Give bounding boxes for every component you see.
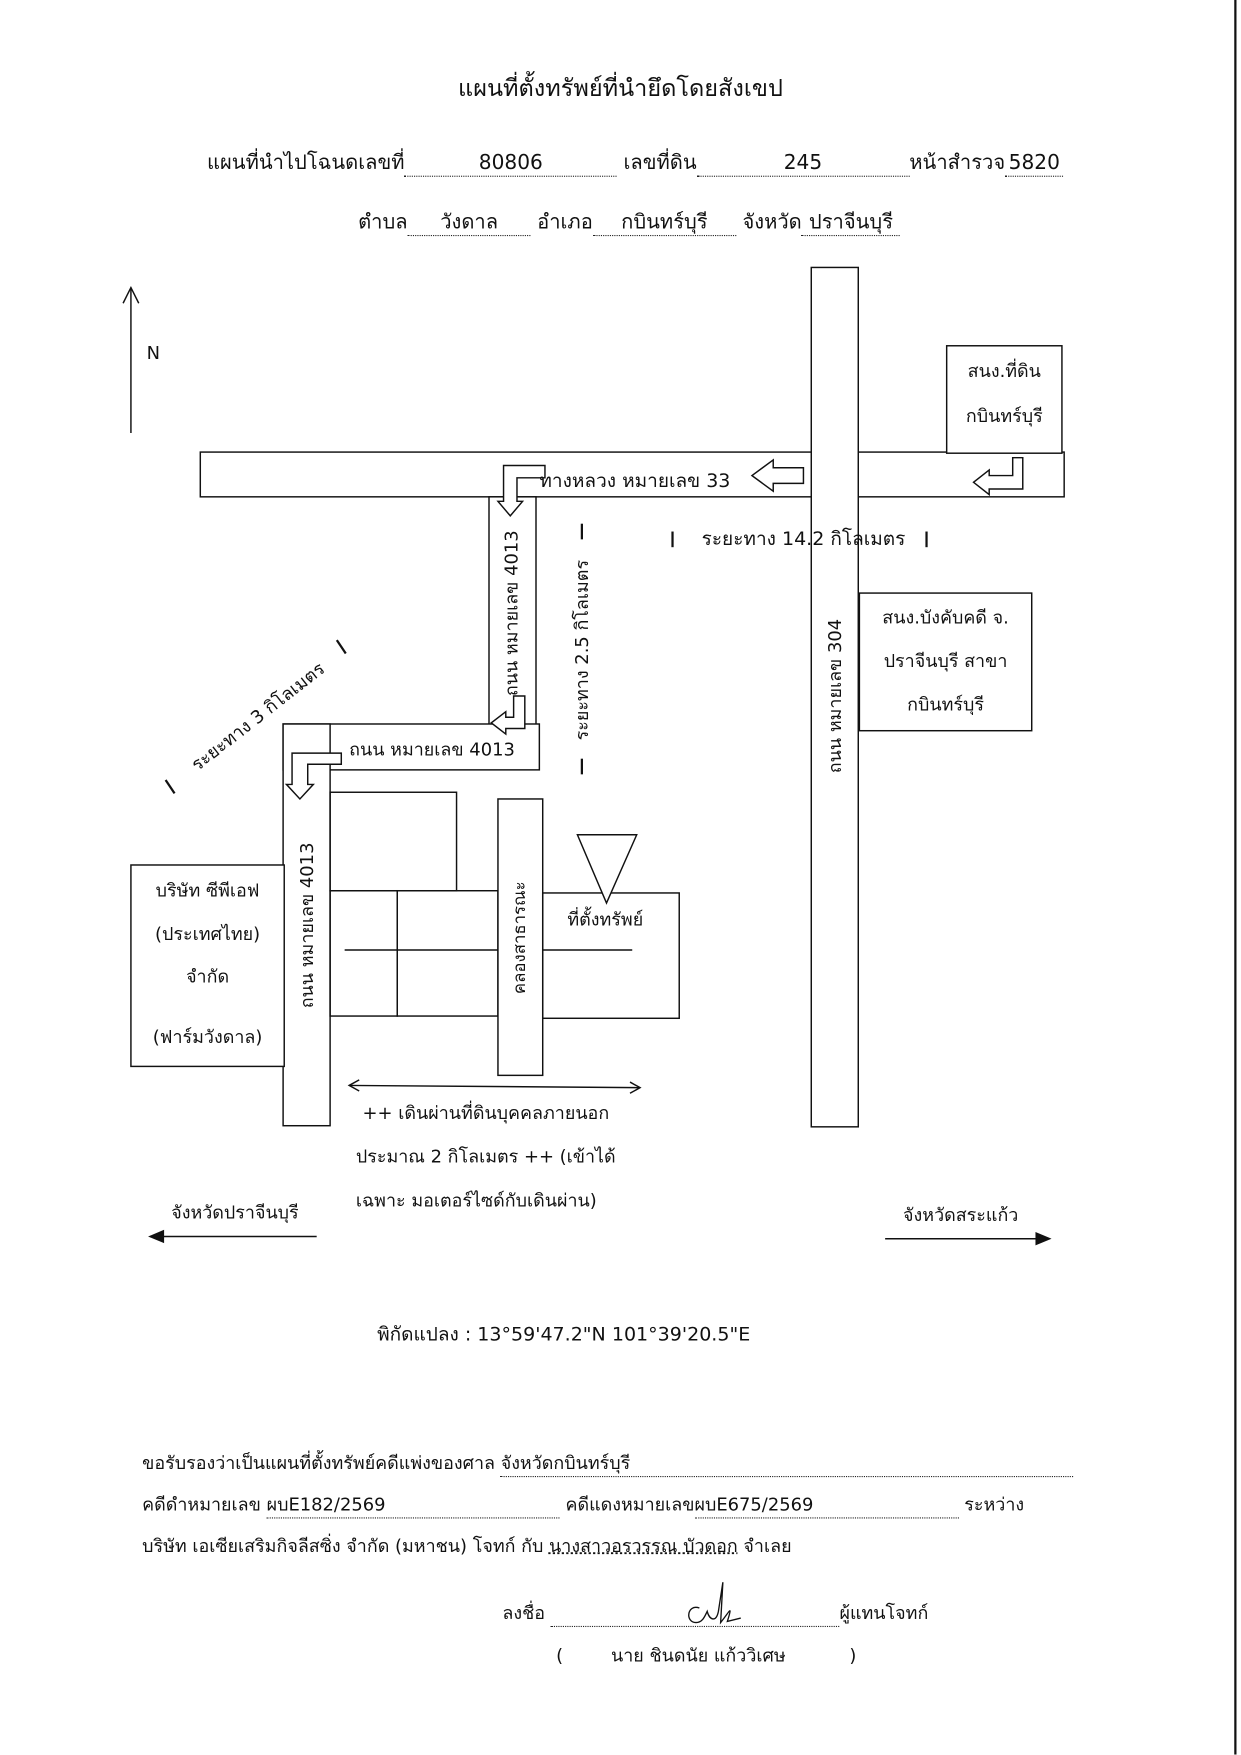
- signature-scribble: [688, 1582, 741, 1625]
- signature-line: [550, 1602, 840, 1627]
- canal: [497, 798, 544, 1077]
- company-line-3: จำกัด: [186, 965, 230, 987]
- north-label: N: [146, 342, 160, 364]
- coordinates: พิกัดแปลง : 13°59'47.2"N 101°39'20.5"E: [377, 1323, 751, 1347]
- enforcement-office-line-2: ปราจีนบุรี สาขา: [883, 650, 1008, 672]
- certification-label: ขอรับรองว่าเป็นแผนที่ตั้งทรัพย์คดีแพ่งขอ…: [142, 1452, 496, 1474]
- deed-number: 80806: [404, 150, 618, 178]
- walk-note-line-3: เฉพาะ มอเตอร์ไซด์กับเดินผ่าน): [355, 1189, 597, 1211]
- walk-note-line-1: ++ เดินผ่านที่ดินบุคคลภายนอก: [362, 1102, 610, 1124]
- road-4013-lower-label: ถนน หมายเลข 4013: [296, 842, 318, 1009]
- enforcement-office-line-1: สนง.บังคับคดี จ.: [882, 606, 1009, 628]
- walk-path-arrow-icon: [347, 1079, 642, 1094]
- road-4013-upper-label: ถนน หมายเลข 4013: [500, 530, 523, 697]
- court-name: จังหวัดกบินทร์บุรี: [500, 1452, 1074, 1477]
- enforcement-office-box: [858, 592, 1033, 732]
- certification-line-3: บริษัท เอเซียเสริมกิจลีสซิ่ง จำกัด (มหาช…: [142, 1535, 791, 1558]
- property-label: ที่ตั้งทรัพย์: [567, 908, 644, 930]
- signer-close-paren: ): [849, 1644, 857, 1667]
- amphoe-label: อำเภอ: [537, 210, 593, 234]
- parcel-top: [329, 791, 458, 892]
- defendant-name: นางสาวอรวรรณ บัวดอก: [549, 1535, 738, 1557]
- signature-row: ลงชื่อ ผู้แทนโจทก์: [502, 1602, 929, 1627]
- distance-14-ticks: [671, 531, 928, 548]
- to-east-label: จังหวัดสระแก้ว: [903, 1204, 1019, 1226]
- enforcement-office-line-3: กบินทร์บุรี: [907, 693, 984, 716]
- parcel-left: [329, 889, 398, 1017]
- between-label: ระหว่าง: [964, 1493, 1025, 1516]
- turn-arrow-junction-4013-icon: [490, 695, 526, 736]
- road-304-label: ถนน หมายเลข 304: [824, 618, 846, 774]
- company-line-1: บริษัท ซีพีเอฟ: [155, 879, 260, 901]
- company-line-2: (ประเทศไทย): [154, 923, 261, 945]
- red-case-label: คดีแดงหมายเลข: [565, 1493, 695, 1516]
- turn-arrow-land-office-icon: [972, 456, 1024, 497]
- land-office-box: [945, 345, 1063, 454]
- defendant-role: จำเลย: [743, 1535, 792, 1557]
- turn-arrow-junction-33-icon: [496, 464, 546, 517]
- province-label: จังหวัด: [742, 210, 802, 234]
- signer-name: นาย ชินดนัย แก้ววิเศษ: [610, 1644, 786, 1667]
- parcel-middle: [396, 889, 499, 1017]
- to-west-arrow-icon: [148, 1229, 317, 1244]
- company-line-4: (ฟาร์มวังดาล): [152, 1026, 263, 1048]
- document-title: แผนที่ตั้งทรัพย์ที่นำยึดโดยสังเขป: [458, 74, 783, 102]
- tambon-value: วังดาล: [407, 209, 531, 237]
- plaintiff-text: บริษัท เอเซียเสริมกิจลีสซิ่ง จำกัด (มหาช…: [142, 1535, 544, 1557]
- land-office-line-1: สนง.ที่ดิน: [967, 360, 1041, 382]
- black-case-number: ผบE182/2569: [266, 1494, 560, 1519]
- highway-33: [199, 451, 1065, 498]
- amphoe-value: กบินทร์บุรี: [592, 209, 737, 237]
- to-east-arrow-icon: [885, 1232, 1052, 1246]
- land-number: 245: [696, 150, 910, 178]
- turn-arrow-lower-4013-icon: [284, 752, 343, 801]
- westward-arrow-icon: [750, 458, 805, 493]
- road-4013-connector-label: ถนน หมายเลข 4013: [349, 738, 515, 760]
- canal-label: คลองสาธารณะ: [509, 881, 530, 995]
- tambon-label: ตำบล: [358, 210, 408, 234]
- sign-label: ลงชื่อ: [502, 1602, 546, 1624]
- distance-3-ticks: [164, 639, 347, 794]
- survey-number: 5820: [1005, 150, 1064, 178]
- walk-note-line-2: ประมาณ 2 กิโลเมตร ++ (เข้าได้: [355, 1145, 616, 1168]
- deed-label: แผนที่นำไปโฉนดเลขที่: [207, 151, 405, 175]
- north-arrow-icon: [122, 285, 140, 434]
- distance-14-label: ระยะทาง 14.2 กิโลเมตร: [701, 528, 906, 551]
- province-value: ปราจีนบุรี: [801, 209, 901, 237]
- certification-line-2: คดีดำหมายเลข ผบE182/2569 คดีแดงหมายเลขผบ…: [142, 1493, 1025, 1519]
- land-label: เลขที่ดิน: [623, 151, 697, 175]
- signer-open-paren: (: [556, 1644, 564, 1667]
- distance-25-label: ระยะทาง 2.5 กิโลเมตร: [571, 559, 593, 741]
- certification-line-1: ขอรับรองว่าเป็นแผนที่ตั้งทรัพย์คดีแพ่งขอ…: [142, 1452, 1074, 1477]
- land-office-line-2: กบินทร์บุรี: [965, 405, 1043, 427]
- road-304: [810, 266, 860, 1128]
- company-box: [130, 864, 285, 1068]
- property-marker-icon: [576, 834, 638, 905]
- to-west-label: จังหวัดปราจีนบุรี: [171, 1201, 299, 1224]
- survey-label: หน้าสำรวจ: [909, 151, 1006, 175]
- location-row: ตำบลวังดาล อำเภอกบินทร์บุรี จังหวัดปราจี…: [358, 209, 901, 237]
- highway-33-label: ทางหลวง หมายเลข 33: [539, 469, 731, 493]
- red-case-number: ผบE675/2569: [694, 1494, 959, 1519]
- black-case-label: คดีดำหมายเลข: [142, 1493, 261, 1516]
- signer-role: ผู้แทนโจทก์: [839, 1602, 929, 1624]
